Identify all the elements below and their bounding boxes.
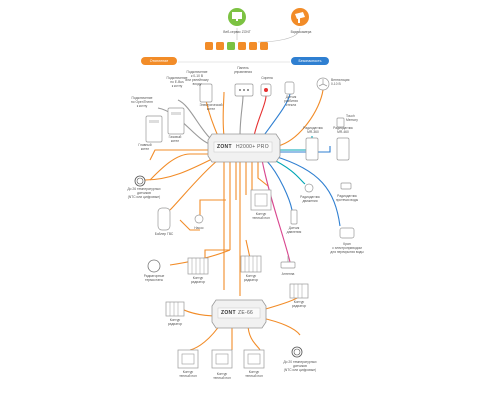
label-siren: Сирена [261, 76, 273, 80]
glass-break-sensor [284, 81, 295, 95]
label-pump: Насос [194, 226, 204, 230]
video-camera-label: Видеокамера [290, 30, 312, 34]
label-valve: Кран с электроприводом для перекрытия во… [330, 242, 364, 254]
label-radio-motion: Радиодатчик движения [300, 195, 320, 203]
radiator-loop-3 [165, 301, 185, 317]
label-radio-mr: Радиодатчик MR-360 [303, 126, 323, 134]
temp-sensor-coil-1 [134, 175, 146, 187]
label-touch-memory: Touch Memory [346, 114, 358, 122]
label-ebus: Подключение по E-Bus к котлу [166, 76, 188, 88]
camera-icon[interactable] [291, 8, 309, 26]
controller-brand: ZONT [217, 144, 232, 150]
security-pill[interactable]: Безопасность [291, 57, 329, 65]
label-opentherm: Подключение по OpenTherm к котлу [130, 96, 154, 108]
radiator-loop-1 [187, 257, 209, 275]
pump-device [194, 214, 204, 224]
label-relay: Подключение к 0-10 В или релейному входу [185, 70, 209, 86]
label-main-boiler: Главный котел [138, 143, 152, 151]
app-icons-row [205, 42, 268, 50]
label-temp-sensors-2: До 20 температурных датчиков (NTC или ци… [283, 360, 317, 372]
electric-boiler [199, 83, 213, 103]
web-service-label: Веб-сервис ZONT [223, 30, 251, 34]
extension-brand: ZONT [221, 310, 236, 316]
floor-heating-loop [250, 189, 272, 211]
touch-memory-reader [336, 117, 345, 128]
radio-sensor-mr [305, 137, 319, 161]
pressure-sensor [290, 209, 298, 225]
label-floor-main: Контур теплый пол [252, 212, 270, 220]
label-radio-leak: Радиодатчик протечки воды [335, 194, 359, 202]
floor-loop-2 [211, 349, 233, 369]
label-radiator-3: Контур радиатор [167, 318, 183, 326]
label-pressure: Датчик давления [286, 226, 302, 234]
label-gas-boiler: Газовый котел [168, 135, 182, 143]
fan-device [316, 77, 330, 91]
label-radiator-1: Контур радиатор [190, 276, 206, 284]
radiator-loop-4 [289, 283, 309, 299]
label-dhw: Бойлер ГВС [154, 232, 174, 236]
radiator-thermostat [147, 259, 161, 273]
monitor-icon[interactable] [228, 8, 246, 26]
label-antenna: Антенна [281, 272, 295, 276]
water-valve [339, 227, 355, 239]
label-radio-mk: Радиодатчик MR-460 [333, 126, 353, 134]
antenna-device [280, 256, 296, 269]
gas-boiler [167, 107, 185, 135]
label-floor-1: Контур теплый пол [179, 370, 197, 378]
label-panel: Панель управления [234, 66, 252, 74]
temp-sensor-coil-2 [291, 346, 303, 358]
radio-sensor-mk [336, 137, 350, 161]
main-controller-device[interactable] [207, 133, 281, 163]
siren-device [260, 83, 272, 97]
radiator-loop-2 [240, 255, 262, 273]
label-floor-2: Контур теплый пол [213, 372, 231, 380]
extension-module-device[interactable] [211, 299, 267, 329]
extension-model: ZE-66 [238, 310, 254, 316]
radio-leak-sensor [340, 182, 352, 190]
floor-loop-3 [243, 349, 265, 369]
label-temp-sensors-1: До 26 температурных датчиков (NTC или ци… [127, 187, 161, 199]
heating-pill[interactable]: Отопление [141, 57, 177, 65]
dhw-boiler [157, 207, 171, 231]
floor-loop-1 [177, 349, 199, 369]
label-electric-boiler: Электрический котел [199, 103, 223, 111]
label-radiator-thermo: Радиаторные термостаты [143, 274, 165, 282]
radio-motion-sensor [304, 183, 314, 193]
label-radiator-4: Контур радиатор [291, 300, 307, 308]
label-fan: Вентиляция 0-10 В [331, 78, 350, 86]
controller-model: H2000+ PRO [236, 144, 269, 150]
label-floor-3: Контур теплый пол [245, 370, 263, 378]
control-panel[interactable] [234, 83, 254, 97]
label-radiator-2: Контур радиатор [243, 274, 259, 282]
label-glass-sensor: Датчик разбития стекла [284, 95, 298, 107]
main-boiler-1 [145, 115, 163, 143]
